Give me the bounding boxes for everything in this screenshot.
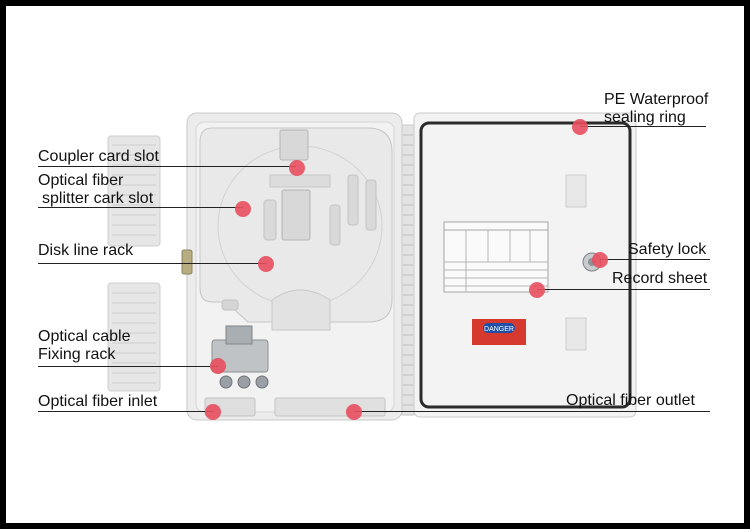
marker-record (529, 282, 545, 298)
label-fiber-inlet: Optical fiber inlet (38, 393, 158, 410)
cable-line (38, 366, 218, 367)
danger-sticker: DANGER (472, 319, 526, 345)
marker-lock (592, 252, 608, 268)
marker-coupler (289, 160, 305, 176)
lock-line (600, 259, 710, 260)
label-cable-line2: Fixing rack (38, 346, 116, 363)
coupler-line (38, 166, 296, 167)
label-disk-line-rack: Disk line rack (38, 242, 134, 259)
label-cable-line1: Optical cable (38, 328, 131, 345)
inlet-line (38, 411, 214, 412)
disk-line (38, 263, 266, 264)
label-pe-line1: PE Waterproof (604, 91, 709, 108)
hinge-strip (401, 124, 415, 416)
label-pe-line2: sealing ring (604, 109, 686, 126)
record-sheet (443, 221, 549, 293)
cable-fins-bottom (107, 282, 161, 392)
marker-outlet (346, 404, 362, 420)
label-coupler-card-slot: Coupler card slot (38, 148, 159, 165)
danger-text: DANGER (484, 326, 514, 333)
pe-line (580, 126, 706, 127)
splitter-line (38, 207, 243, 208)
hinge (181, 249, 193, 275)
marker-pe-ring (572, 119, 588, 135)
marker-disk (258, 256, 274, 272)
label-record-sheet: Record sheet (612, 270, 708, 287)
label-splitter-line2: splitter cark slot (42, 190, 154, 207)
marker-inlet (205, 404, 221, 420)
fixing-rack (211, 325, 269, 389)
outlet-line (354, 411, 710, 412)
marker-splitter (235, 201, 251, 217)
cable-fins-top (107, 135, 161, 247)
label-safety-lock: Safety lock (628, 241, 707, 258)
label-fiber-outlet: Optical fiber outlet (566, 392, 695, 409)
record-line (537, 289, 710, 290)
label-splitter-line1: Optical fiber (38, 172, 124, 189)
marker-cable-rack (210, 358, 226, 374)
coupler-slots (279, 129, 311, 241)
sealing-gasket (419, 121, 632, 409)
